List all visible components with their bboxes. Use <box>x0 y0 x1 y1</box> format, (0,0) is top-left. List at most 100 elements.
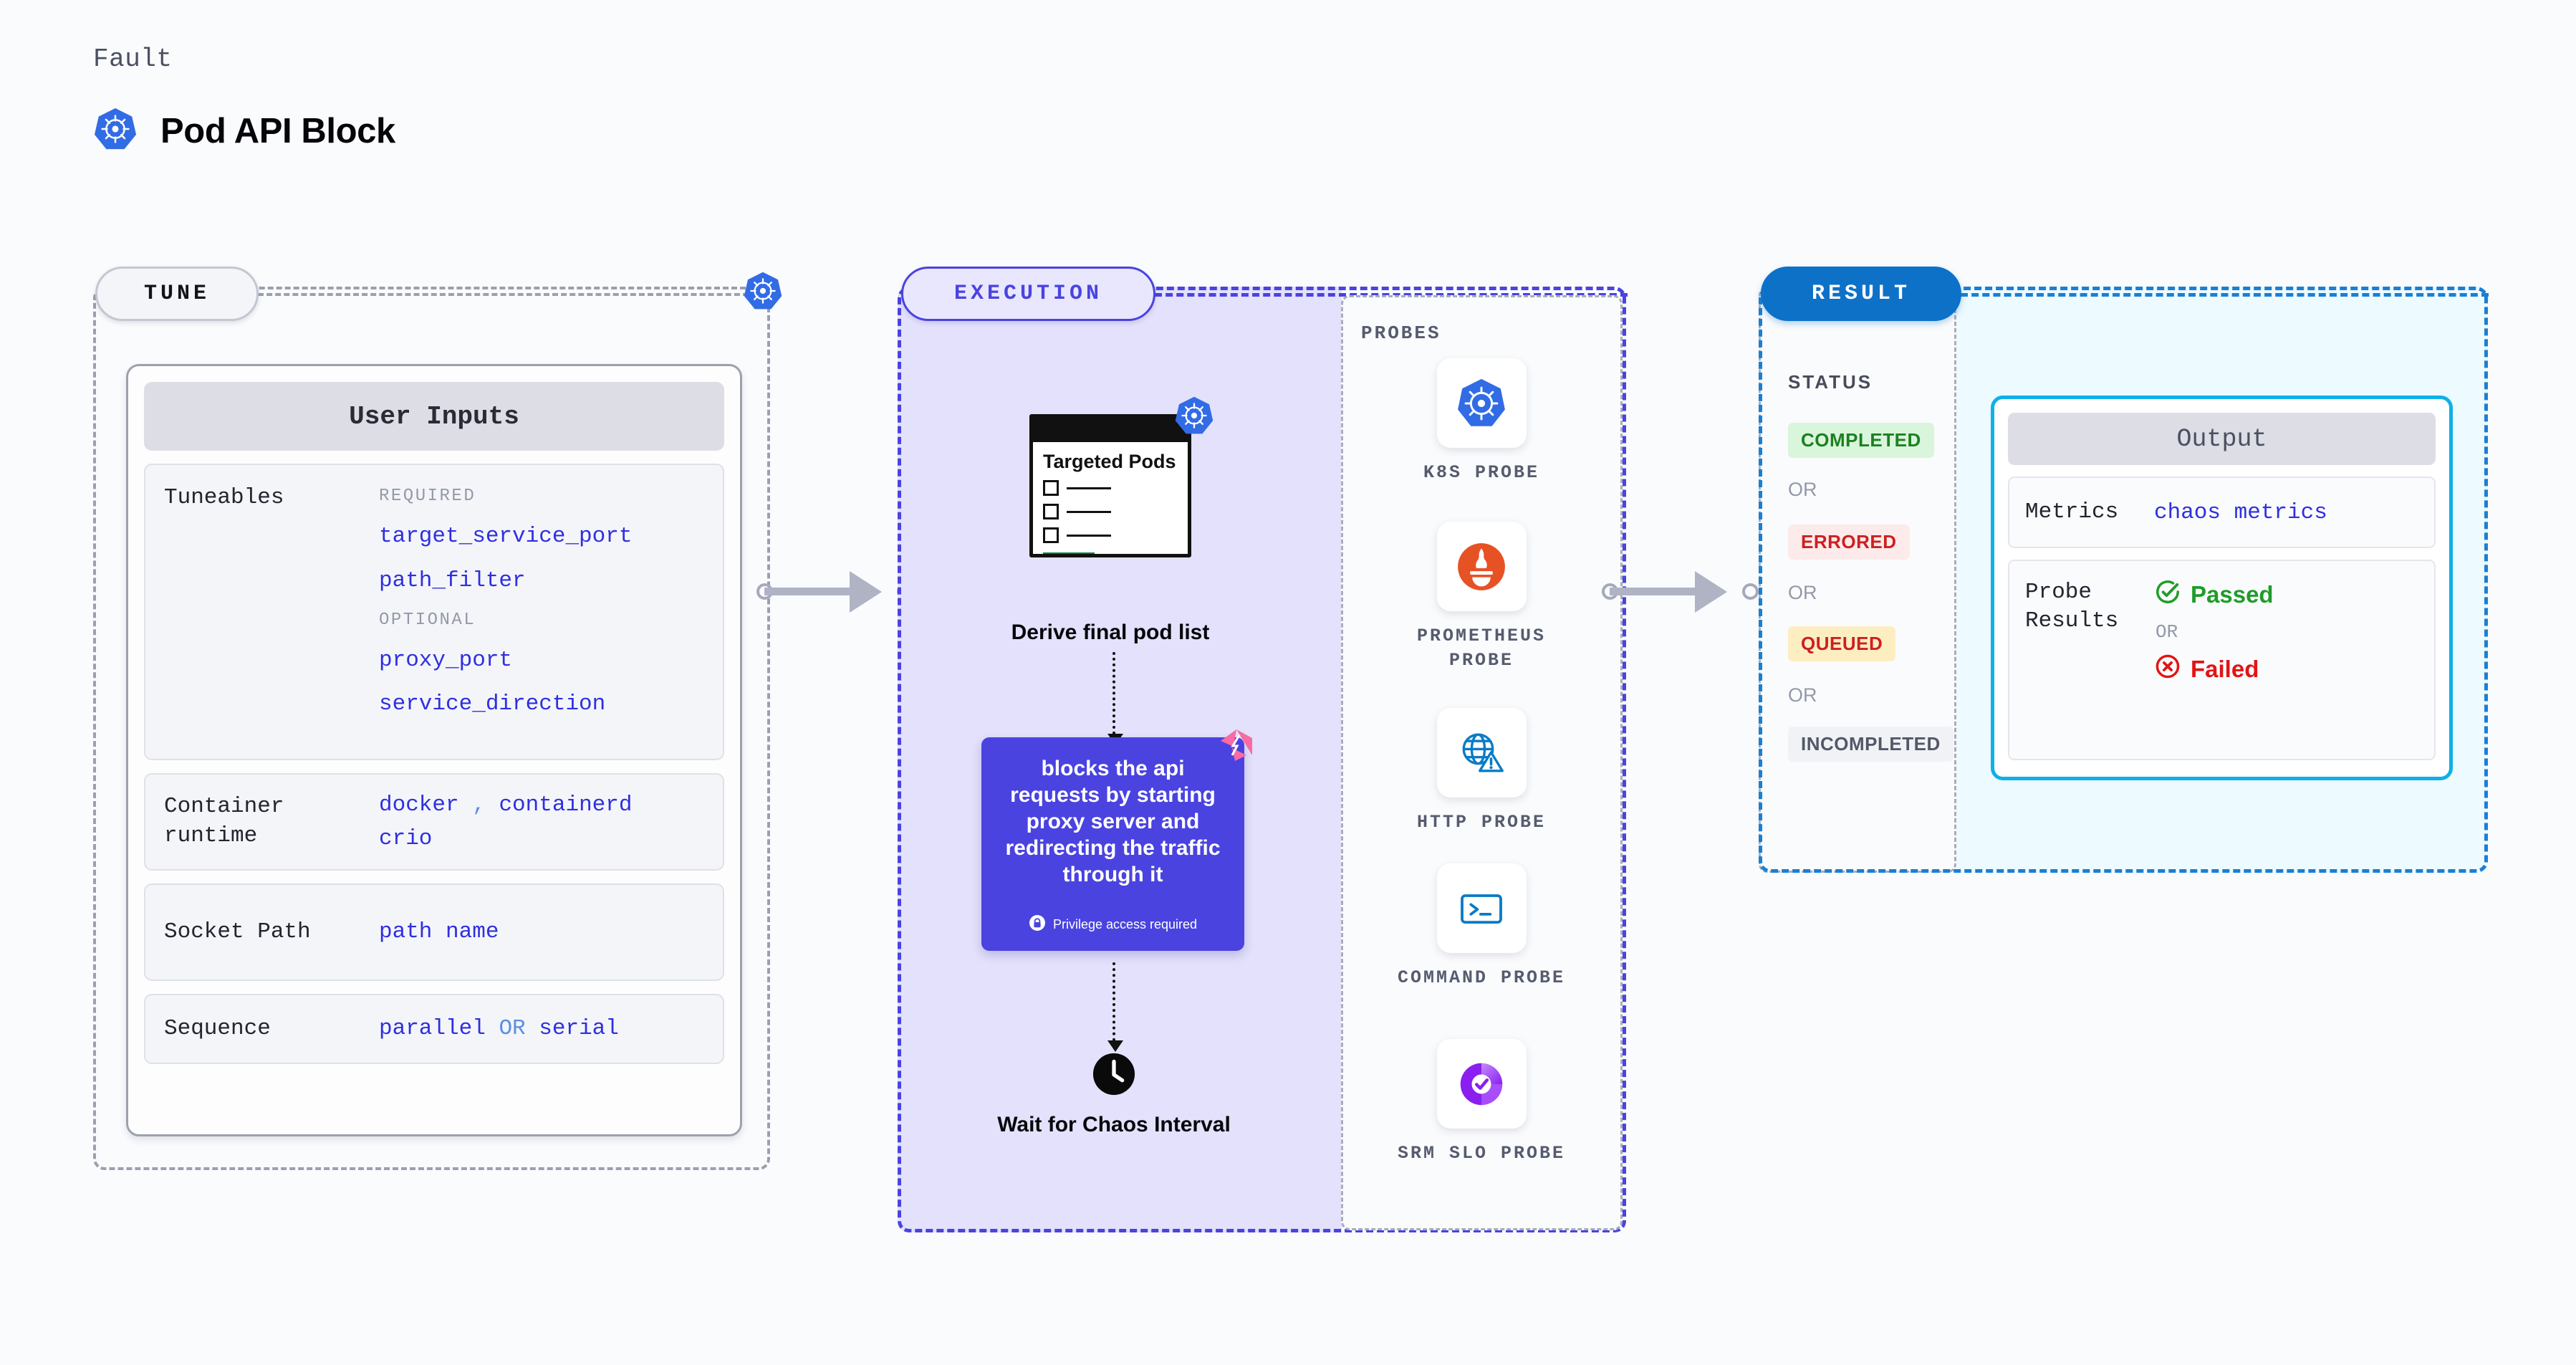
wait-label: Wait for Chaos Interval <box>997 1113 1231 1136</box>
user-inputs-card: User Inputs Tuneables REQUIRED target_se… <box>126 364 742 1136</box>
title-row: Pod API Block <box>93 107 395 155</box>
user-inputs-title: User Inputs <box>144 382 724 451</box>
socket-path-value[interactable]: path name <box>379 919 499 945</box>
probe-results-values: Passed OR Failed <box>2154 578 2274 686</box>
list-item <box>1043 527 1178 544</box>
tune-row-label: Container runtime <box>164 794 284 848</box>
sequence-parallel[interactable]: parallel <box>379 1016 486 1042</box>
status-badge-incompleted: INCOMPLETED <box>1788 727 1953 762</box>
terminal-icon <box>1436 863 1527 953</box>
pods-card-title: Targeted Pods <box>1043 451 1176 472</box>
probes-title: PROBES <box>1361 322 1441 344</box>
tuneable-target-service-port[interactable]: target_service_port <box>379 524 633 550</box>
result-panel-border <box>1759 287 2488 873</box>
result-pill: RESULT <box>1761 267 1961 321</box>
privilege-label: Privilege access required <box>1052 917 1198 931</box>
x-circle-icon <box>2154 653 2181 686</box>
sequence-or: OR <box>499 1016 526 1042</box>
tune-panel-border <box>93 287 770 1170</box>
sequence-serial[interactable]: serial <box>539 1016 619 1042</box>
output-card: Output Metrics chaos metrics Probe Resul… <box>1991 396 2453 780</box>
pods-card-titlebar <box>1033 418 1188 442</box>
targeted-pods-card: Targeted Pods <box>1029 396 1213 557</box>
status-or-1: OR <box>1788 479 1817 500</box>
probe-result-or: OR <box>2156 621 2178 643</box>
page-title: Pod API Block <box>160 111 395 150</box>
status-label: STATUS <box>1788 371 1873 393</box>
probe-label: PROMETHEUS PROBE <box>1416 626 1547 671</box>
kubernetes-icon <box>743 271 783 315</box>
flow-arrow-down <box>1107 962 1123 1052</box>
flow-arrow-down <box>1107 652 1123 745</box>
action-card: blocks the api requests by starting prox… <box>981 729 1252 951</box>
result-top-connector <box>1961 293 2489 297</box>
tune-row-socket-path: Socket Path path name <box>144 883 724 981</box>
fault-eyebrow: Fault <box>93 44 173 74</box>
status-or-3: OR <box>1788 684 1817 706</box>
tune-row-label: Socket Path <box>164 919 311 944</box>
probe-label: SRM SLO PROBE <box>1397 1143 1566 1164</box>
tuneable-proxy-port[interactable]: proxy_port <box>379 648 513 674</box>
tuneable-service-direction[interactable]: service_direction <box>379 691 606 717</box>
probe-result-passed: Passed <box>2154 578 2274 611</box>
status-badge-queued: QUEUED <box>1788 626 1896 661</box>
status-badge-errored: ERRORED <box>1788 525 1910 560</box>
execution-top-connector <box>1155 293 1628 297</box>
tune-row-label: Sequence <box>164 1015 271 1041</box>
tune-row-sequence: Sequence parallel OR serial <box>144 994 724 1064</box>
failed-label: Failed <box>2191 656 2259 682</box>
page-header: Fault Pod API Block <box>93 44 395 155</box>
probe-label: K8S PROBE <box>1423 462 1540 483</box>
probe-http[interactable]: HTTP PROBE <box>1395 708 1567 835</box>
tune-row-values: REQUIRED target_service_port path_filter… <box>379 484 632 731</box>
passed-label: Passed <box>2191 581 2274 608</box>
status-or-2: OR <box>1788 582 1817 603</box>
tune-row-tuneables: Tuneables REQUIRED target_service_port p… <box>144 464 724 760</box>
list-item <box>1043 480 1178 497</box>
derive-final-pod-list-label: Derive final pod list <box>1011 621 1210 644</box>
tune-row-label: Tuneables <box>164 485 284 510</box>
probe-result-failed: Failed <box>2154 653 2274 686</box>
probe-k8s[interactable]: K8S PROBE <box>1395 358 1567 485</box>
tuneable-path-filter[interactable]: path_filter <box>379 567 526 593</box>
probe-prometheus[interactable]: PROMETHEUS PROBE <box>1395 522 1567 673</box>
metrics-label: Metrics <box>2025 499 2119 525</box>
output-row-metrics: Metrics chaos metrics <box>2008 476 2436 548</box>
runtime-docker[interactable]: docker <box>379 792 459 818</box>
probe-label: COMMAND PROBE <box>1397 967 1566 988</box>
metrics-value[interactable]: chaos metrics <box>2154 499 2327 525</box>
lock-icon <box>1029 914 1046 935</box>
tune-pill: TUNE <box>95 267 259 321</box>
probe-command[interactable]: COMMAND PROBE <box>1395 863 1567 990</box>
runtime-containerd[interactable]: containerd <box>499 792 633 818</box>
check-circle-icon <box>2154 578 2181 611</box>
runtime-crio[interactable]: crio <box>379 826 433 851</box>
kubernetes-icon <box>1174 396 1214 439</box>
tune-row-values: parallel OR serial <box>379 1012 619 1045</box>
tune-top-connector <box>258 293 749 296</box>
tune-row-values: docker , containerd crio <box>379 788 632 856</box>
srm-slo-icon <box>1436 1039 1527 1129</box>
probe-results-label: Probe Results <box>2025 580 2119 634</box>
probe-label: HTTP PROBE <box>1416 812 1547 833</box>
action-card-text: blocks the api requests by starting prox… <box>1005 757 1221 886</box>
connector-tune-execution <box>756 566 921 616</box>
required-caption: REQUIRED <box>379 487 476 506</box>
kubernetes-icon <box>93 107 138 155</box>
privilege-badge: Privilege access required <box>981 914 1244 935</box>
tune-row-container-runtime: Container runtime docker , containerd cr… <box>144 773 724 871</box>
status-badge-completed: COMPLETED <box>1788 423 1934 458</box>
runtime-separator: , <box>472 792 486 818</box>
result-status-box <box>1759 287 1956 873</box>
execution-panel-border <box>898 287 1626 1232</box>
prometheus-icon <box>1436 522 1527 611</box>
output-row-probe-results: Probe Results Passed OR <box>2008 560 2436 760</box>
connector-execution-result <box>1602 566 1767 616</box>
optional-caption: OPTIONAL <box>379 610 476 630</box>
globe-warning-icon <box>1436 708 1527 798</box>
probe-srm-slo[interactable]: SRM SLO PROBE <box>1395 1039 1567 1166</box>
harness-icon <box>1218 727 1255 767</box>
output-title: Output <box>2008 413 2436 465</box>
clock-icon <box>1092 1053 1136 1099</box>
list-item <box>1043 504 1178 520</box>
